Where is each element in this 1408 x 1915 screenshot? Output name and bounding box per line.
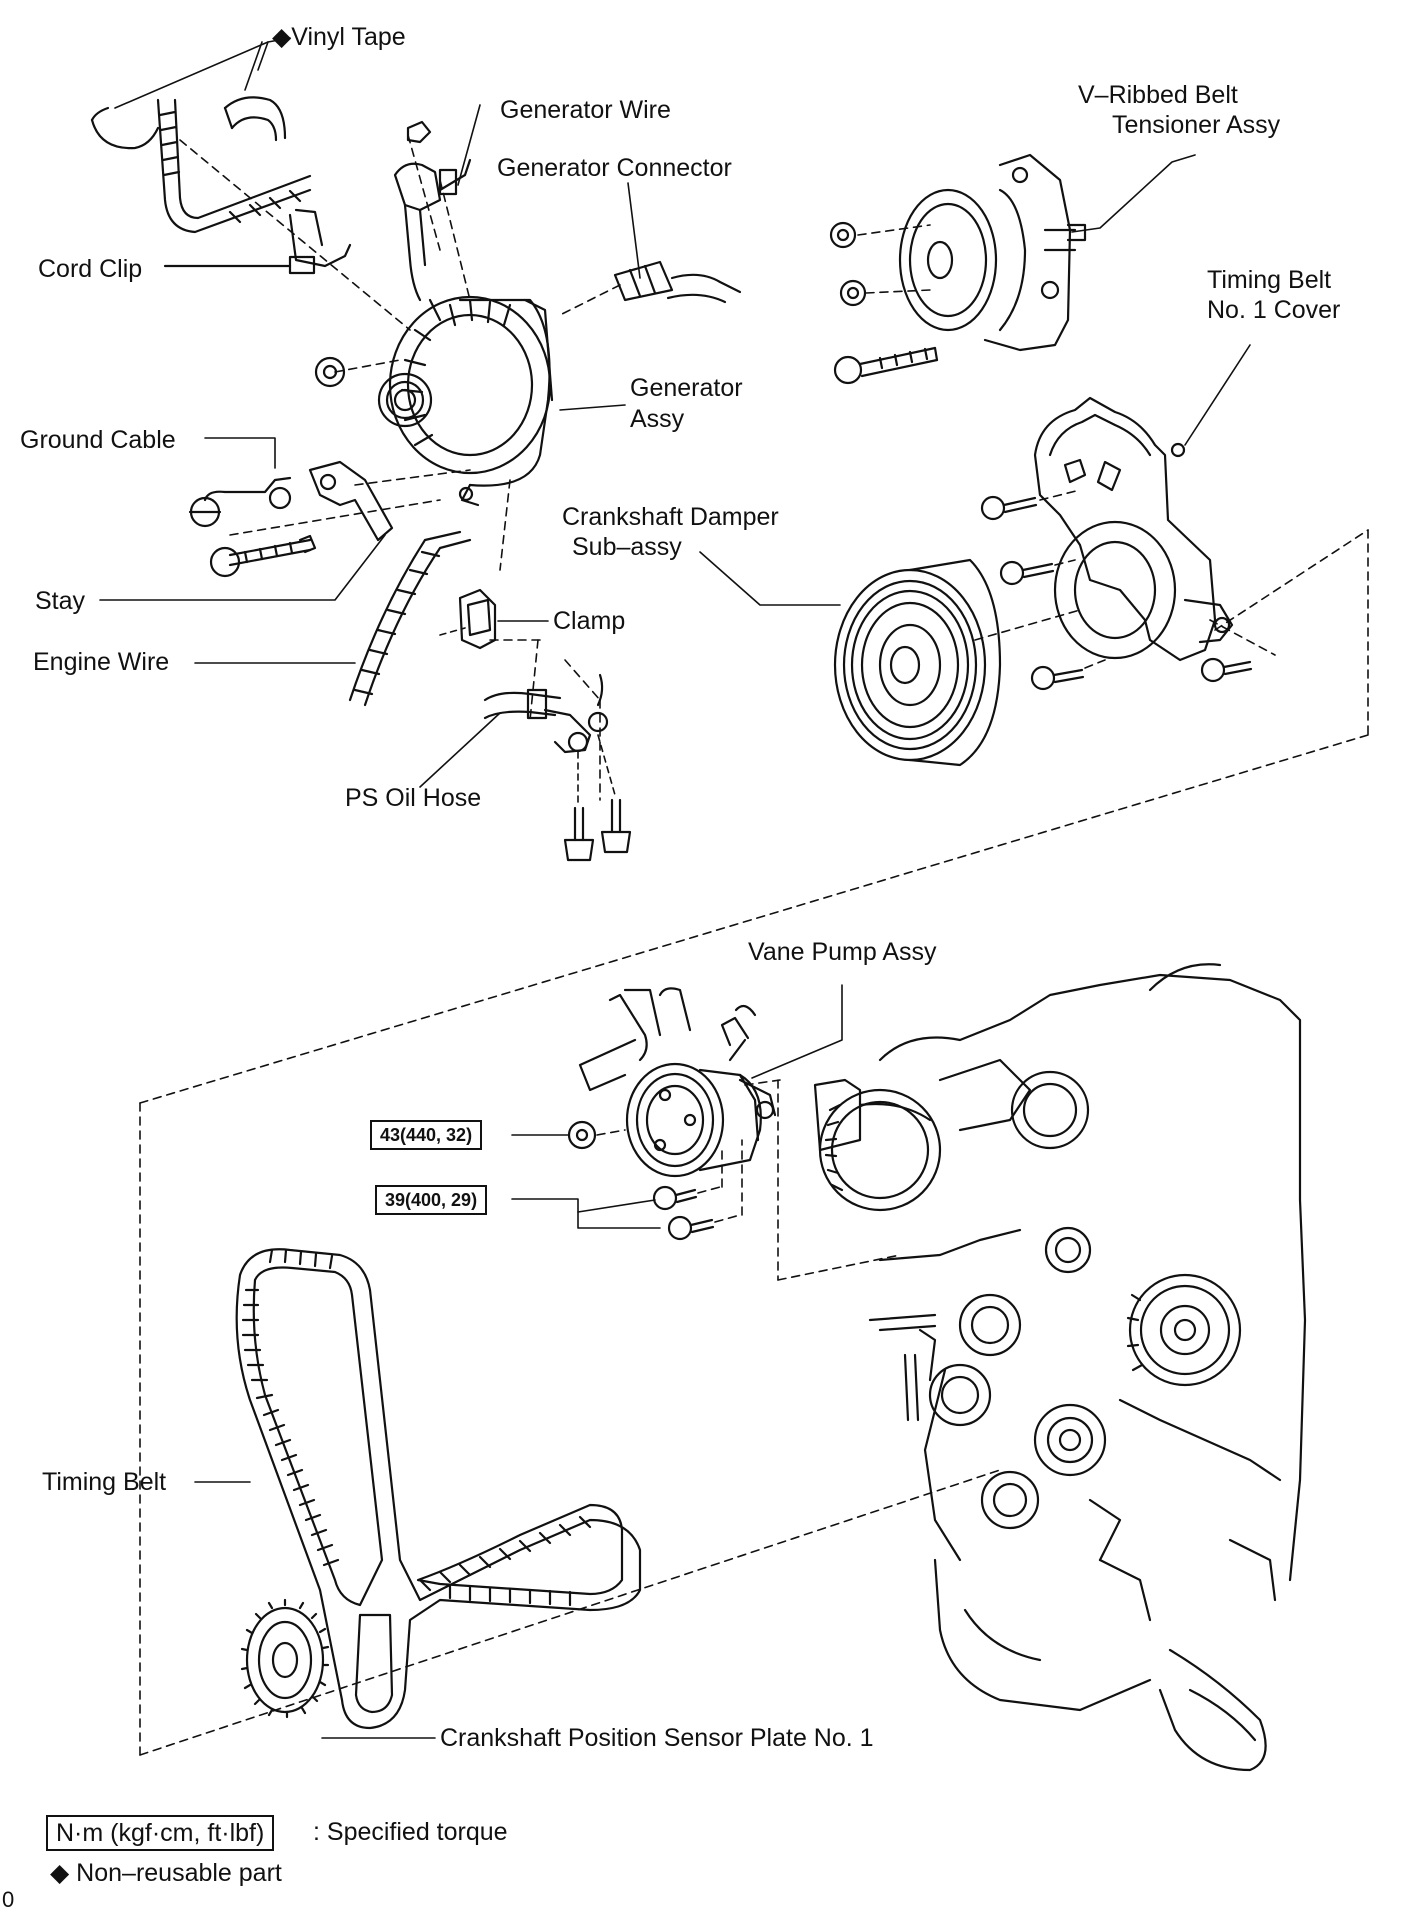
label-generator-assy-line1: Generator (630, 374, 743, 402)
generator-connector-drawing (613, 260, 742, 304)
legend-nonreusable: ◆ Non–reusable part (50, 1859, 282, 1887)
timing-cover-bolts-drawing (980, 495, 1253, 691)
torque-spec-vane-bolts: 39(400, 29) (375, 1185, 488, 1215)
legend-torque-desc: : Specified torque (313, 1818, 508, 1846)
ground-cable-drawing (188, 476, 292, 528)
timing-belt-drawing (235, 1248, 642, 1730)
stay-drawing (308, 460, 394, 542)
legend-torque-unit-box: N·m (kgf·cm, ft·lbf) (46, 1815, 275, 1851)
vane-pump-drawing (578, 987, 777, 1178)
label-vribbed-line2: Tensioner Assy (1112, 111, 1281, 139)
vane-pump-nut-drawing (567, 1120, 597, 1150)
vribbed-tensioner-drawing (898, 153, 1087, 352)
engine-wire-drawing (348, 530, 472, 707)
label-vribbed-line1: V–Ribbed Belt (1078, 81, 1238, 109)
label-generator-assy-line2: Assy (630, 405, 685, 433)
label-ground-cable: Ground Cable (20, 426, 176, 454)
page-marker: 0 (2, 1887, 15, 1912)
torque-spec-vane-nut: 43(440, 32) (370, 1120, 483, 1150)
generator-nut-drawing (314, 356, 346, 388)
label-crank-damper-line2: Sub–assy (572, 533, 682, 561)
crankshaft-damper-drawing (833, 558, 1002, 767)
generator-wire-drawing (393, 120, 472, 302)
label-generator-wire: Generator Wire (500, 96, 671, 124)
label-ps-oil-hose: PS Oil Hose (345, 784, 482, 812)
ps-hose-bolts-drawing (563, 798, 632, 862)
vinyl-tape-drawing (90, 96, 287, 150)
cord-clip-drawing (288, 208, 352, 275)
label-clamp: Clamp (553, 607, 626, 635)
generator-drawing (377, 295, 554, 507)
clamp-drawing (458, 588, 497, 650)
engine-block-drawing (813, 963, 1307, 1772)
label-generator-connector: Generator Connector (497, 154, 732, 182)
timing-cover-drawing (1033, 396, 1234, 662)
label-crank-damper-line1: Crankshaft Damper (562, 503, 779, 531)
ps-oil-hose-drawing (483, 673, 609, 754)
tensioner-bolt-drawing (833, 346, 939, 385)
label-timing-cover-line1: Timing Belt (1207, 266, 1332, 294)
label-crank-sensor-plate: Crankshaft Position Sensor Plate No. 1 (440, 1724, 874, 1752)
label-vinyl-tape: ◆Vinyl Tape (272, 23, 406, 51)
stay-bolt-drawing (209, 534, 317, 578)
label-timing-belt: Timing Belt (42, 1468, 167, 1496)
label-stay: Stay (35, 587, 86, 615)
tensioner-nuts-drawing (829, 221, 867, 307)
crankshaft-sensor-plate-drawing (240, 1598, 330, 1719)
label-cord-clip: Cord Clip (38, 255, 143, 283)
wire-harness-drawing (156, 98, 312, 234)
label-engine-wire: Engine Wire (33, 648, 170, 676)
label-vane-pump: Vane Pump Assy (748, 938, 937, 966)
label-timing-cover-line2: No. 1 Cover (1207, 296, 1341, 324)
vane-pump-bolts-drawing (652, 1185, 715, 1241)
